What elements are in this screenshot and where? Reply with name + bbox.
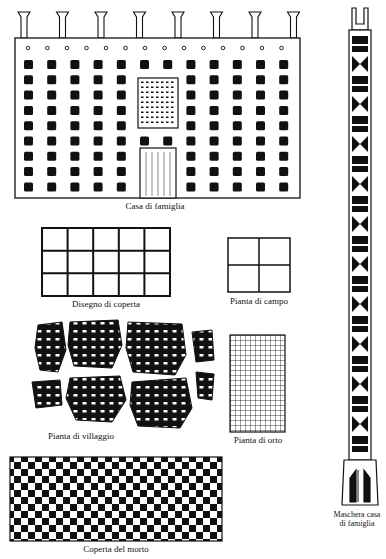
family-house-mask — [342, 8, 378, 505]
caption: Pianta di villaggio — [48, 431, 114, 441]
funeral-blanket — [10, 457, 222, 541]
field-plan — [228, 238, 290, 292]
caption: Pianta di campo — [229, 296, 289, 306]
caption: Maschera casa di famiglia — [330, 510, 384, 528]
caption: Pianta di orto — [228, 435, 288, 445]
family-house — [15, 12, 300, 198]
caption: Casa di famiglia — [95, 201, 215, 211]
village-plan — [32, 320, 214, 428]
garden-plan — [230, 335, 285, 432]
caption: Coperta del morto — [60, 544, 172, 554]
blanket-design — [42, 228, 170, 296]
caption: Disegno di coperta — [50, 299, 162, 309]
